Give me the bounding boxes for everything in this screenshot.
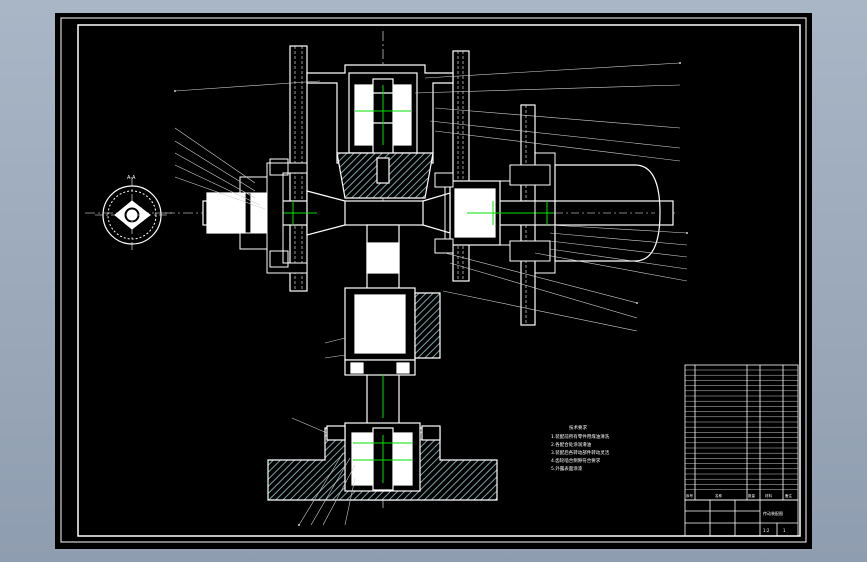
middle-sleeve	[344, 287, 441, 376]
notes-title: 技术要求	[569, 424, 587, 431]
note-line-3: 3.装配后各转动部件转动灵活	[551, 449, 610, 456]
technical-notes: 技术要求 1.装配前所有零件用煤油清洗 2.各配合处涂润滑油 3.装配后各转动部…	[551, 424, 610, 472]
header-no: 序号	[686, 493, 694, 498]
title-block	[684, 499, 799, 537]
outer-border	[60, 17, 807, 543]
drawing-name: 传动装配图	[763, 510, 783, 516]
note-line-5: 5.外露表面涂漆	[551, 465, 583, 472]
note-line-2: 2.各配合处涂润滑油	[551, 441, 592, 448]
note-line-4: 4.齿轮啮合侧隙符合要求	[551, 457, 601, 464]
right-bearing-assembly	[434, 152, 556, 274]
sheet-number: 1	[783, 528, 786, 533]
green-marks-base	[353, 435, 413, 483]
assembly-drawing: A-A	[60, 17, 807, 543]
header-qty: 数量	[748, 493, 756, 498]
note-line-1: 1.装配前所有零件用煤油清洗	[551, 433, 610, 440]
inner-border	[77, 24, 801, 537]
header-material: 材料	[765, 493, 773, 498]
view-label: A-A	[127, 175, 136, 181]
green-marks-shaft	[275, 201, 555, 225]
header-name: 名称	[715, 493, 723, 498]
upper-gear-housing	[306, 64, 454, 199]
right-plate	[452, 50, 470, 282]
parts-list-rows	[685, 369, 798, 490]
green-marks-upper	[355, 85, 411, 145]
leader-ticks	[174, 62, 688, 526]
parts-list-header: 序号 名称 数量 材料 备注	[686, 493, 793, 498]
title-block-text: 传动装配图 1:2 1	[763, 510, 786, 533]
leader-lines	[174, 62, 688, 526]
motor-body	[554, 164, 661, 262]
end-view-circle	[95, 178, 170, 253]
scale-value: 1:2	[763, 528, 770, 533]
header-remark: 备注	[785, 493, 793, 498]
left-bearing-assembly	[239, 158, 308, 274]
cad-viewport[interactable]: A-A	[55, 13, 812, 549]
